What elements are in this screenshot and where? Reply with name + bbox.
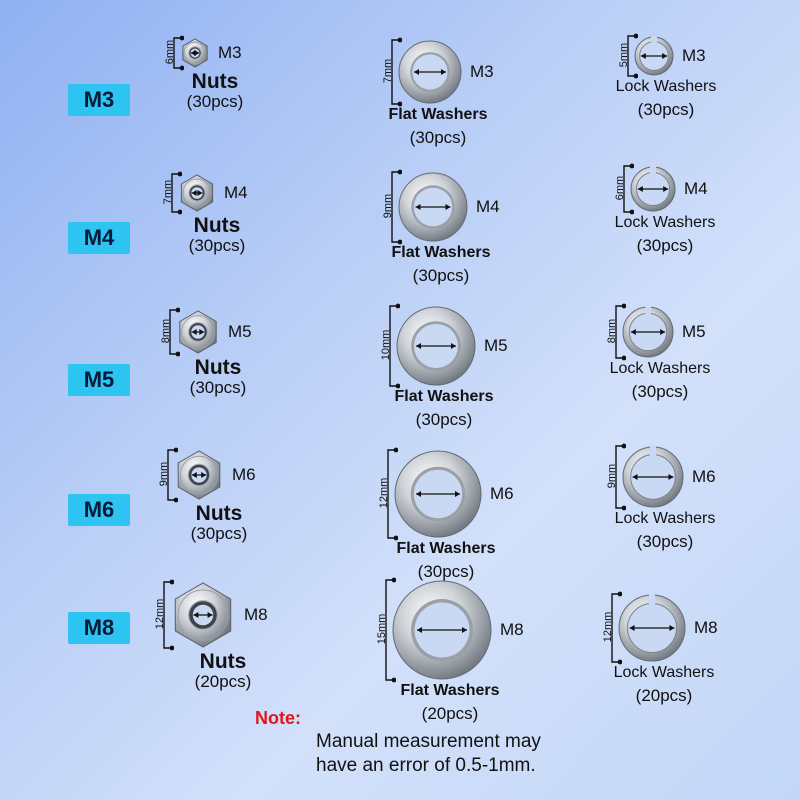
nut-m4-dimension-label: 7mm: [162, 179, 174, 205]
nut-m8-count: (20pcs): [194, 672, 252, 691]
lock-m8-image: [618, 594, 686, 662]
nut-m4-image: [180, 174, 214, 212]
note-line-2: have an error of 0.5-1mm.: [316, 755, 536, 776]
lock-m4-count: (30pcs): [636, 236, 694, 255]
flat-m4-dimension-bracket: [391, 169, 402, 245]
flat-m6-dimension-bracket: [387, 447, 398, 541]
lock-m4-image: [630, 166, 676, 212]
lock-m6-count: (30pcs): [636, 532, 694, 551]
flat-m3-dimension-bracket: [391, 37, 402, 107]
flat-m5-count: (30pcs): [415, 410, 473, 429]
flat-m3-count: (30pcs): [409, 128, 467, 147]
lock-m3-image: [634, 36, 674, 76]
flat-m3-size-label: M3: [470, 62, 494, 81]
lock-m3-count: (30pcs): [637, 100, 695, 119]
size-badge-m3: M3: [68, 84, 130, 116]
flat-m3-name: Flat Washers: [388, 106, 488, 123]
lock-m5-name: Lock Washers: [609, 360, 711, 377]
flat-m8-name: Flat Washers: [400, 682, 500, 699]
flat-m5-image: [396, 306, 476, 386]
nut-m4-name: Nuts: [193, 214, 241, 237]
flat-m6-count: (30pcs): [417, 562, 475, 581]
flat-m5-name: Flat Washers: [394, 388, 494, 405]
lock-m8-dimension-bracket: [611, 591, 622, 665]
nut-m4-size-label: M4: [224, 183, 248, 202]
flat-m6-name: Flat Washers: [396, 540, 496, 557]
nut-m3-size-label: M3: [218, 43, 242, 62]
lock-m8-count: (20pcs): [635, 686, 693, 705]
size-badge-m4: M4: [68, 222, 130, 254]
nut-m8-dimension-bracket: [163, 579, 174, 651]
nut-m8-dimension-label: 12mm: [154, 598, 166, 630]
flat-m6-image: [394, 450, 482, 538]
lock-m3-name: Lock Washers: [615, 78, 717, 95]
flat-m4-dimension-label: 9mm: [382, 193, 394, 219]
nut-m5-dimension-label: 8mm: [160, 318, 172, 344]
size-badge-m6: M6: [68, 494, 130, 526]
lock-m6-dimension-label: 9mm: [606, 463, 618, 489]
nut-m8-image: [174, 582, 232, 648]
flat-m4-size-label: M4: [476, 197, 500, 216]
nut-m5-size-label: M5: [228, 322, 252, 341]
flat-m6-size-label: M6: [490, 484, 514, 503]
nut-m6-name: Nuts: [195, 502, 243, 525]
lock-m4-size-label: M4: [684, 179, 708, 198]
flat-m6-dimension-label: 12mm: [378, 477, 390, 509]
lock-m5-image: [622, 306, 674, 358]
nut-m6-size-label: M6: [232, 465, 256, 484]
note-text: Manual measurement may have an error of …: [316, 730, 541, 778]
note-line-1: Manual measurement may: [316, 731, 541, 752]
nut-m5-dimension-bracket: [169, 307, 180, 357]
nut-m5-image: [179, 310, 217, 354]
lock-m8-name: Lock Washers: [613, 664, 715, 681]
lock-m5-count: (30pcs): [631, 382, 689, 401]
lock-m4-name: Lock Washers: [614, 214, 716, 231]
lock-m5-size-label: M5: [682, 322, 706, 341]
nut-m3-dimension-label: 6mm: [164, 39, 176, 65]
lock-m6-size-label: M6: [692, 467, 716, 486]
lock-m6-dimension-bracket: [615, 443, 626, 511]
nut-m6-dimension-label: 9mm: [158, 461, 170, 487]
lock-m3-dimension-bracket: [627, 33, 638, 79]
nut-m5-name: Nuts: [194, 356, 242, 379]
nut-m4-dimension-bracket: [171, 171, 182, 215]
lock-m6-image: [622, 446, 684, 508]
lock-m4-dimension-label: 6mm: [614, 175, 626, 201]
lock-m3-size-label: M3: [682, 46, 706, 65]
nut-m6-count: (30pcs): [190, 524, 248, 543]
flat-m8-dimension-bracket: [385, 577, 396, 683]
lock-m8-dimension-label: 12mm: [602, 611, 614, 643]
nut-m3-name: Nuts: [191, 70, 239, 93]
flat-m8-count: (20pcs): [421, 704, 479, 723]
flat-m3-dimension-label: 7mm: [382, 58, 394, 84]
size-badge-m8: M8: [68, 612, 130, 644]
nut-m8-name: Nuts: [199, 650, 247, 673]
lock-m3-dimension-label: 5mm: [618, 42, 630, 68]
flat-m8-dimension-label: 15mm: [376, 613, 388, 645]
lock-m8-size-label: M8: [694, 618, 718, 637]
nut-m3-dimension-bracket: [173, 35, 184, 71]
flat-m5-size-label: M5: [484, 336, 508, 355]
lock-m5-dimension-label: 8mm: [606, 318, 618, 344]
nut-m8-size-label: M8: [244, 605, 268, 624]
flat-m4-image: [398, 172, 468, 242]
flat-m4-count: (30pcs): [412, 266, 470, 285]
flat-m8-image: [392, 580, 492, 680]
flat-m8-size-label: M8: [500, 620, 524, 639]
lock-m6-name: Lock Washers: [614, 510, 716, 527]
flat-m5-dimension-label: 10mm: [380, 329, 392, 361]
flat-m5-dimension-bracket: [389, 303, 400, 389]
lock-m4-dimension-bracket: [623, 163, 634, 215]
nut-m6-image: [177, 450, 221, 500]
size-badge-m5: M5: [68, 364, 130, 396]
nut-m4-count: (30pcs): [188, 236, 246, 255]
nut-m3-image: [182, 38, 208, 68]
nut-m5-count: (30pcs): [189, 378, 247, 397]
note-title: Note:: [255, 708, 301, 728]
lock-m5-dimension-bracket: [615, 303, 626, 361]
nut-m6-dimension-bracket: [167, 447, 178, 503]
nut-m3-count: (30pcs): [186, 92, 244, 111]
flat-m3-image: [398, 40, 462, 104]
flat-m4-name: Flat Washers: [391, 244, 491, 261]
